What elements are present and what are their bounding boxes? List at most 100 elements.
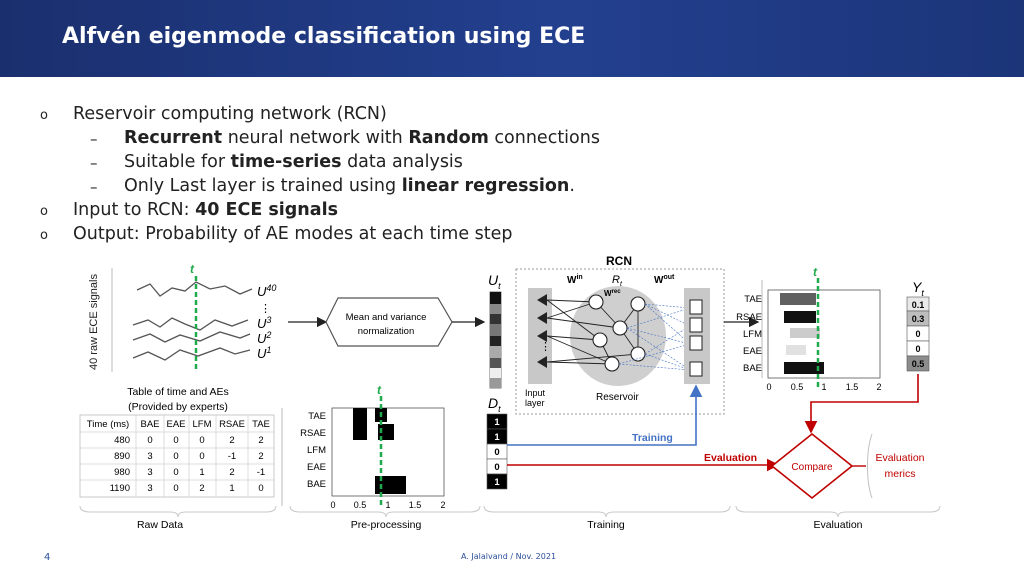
out-mode-label: BAE: [743, 363, 762, 374]
table-cell: 890: [114, 451, 130, 462]
table-cell: -1: [257, 467, 265, 478]
table-header-cell: BAE: [140, 419, 159, 430]
pre-tick-labels: 0 0.5 1 1.5 2: [330, 500, 445, 510]
table-cell: 2: [258, 435, 263, 446]
table-cell: 3: [147, 483, 152, 494]
eval-metrics-line1: Evaluation: [875, 452, 924, 464]
dt-value: 1: [494, 477, 500, 488]
dt-value: 1: [494, 432, 500, 443]
table-cell: 2: [229, 467, 234, 478]
signal-trace-40: [136, 281, 253, 297]
normalization-box: Mean and variance normalization: [325, 297, 453, 347]
u2-label: U2: [257, 330, 271, 346]
out-tick: 0: [766, 382, 771, 392]
preprocessing-heatmap: t TAE RSAE LFM EAE BAE 0 0.5 1 1.5 2: [281, 383, 446, 510]
svg-text:⋮: ⋮: [540, 341, 551, 353]
input-layer-label-2: layer: [525, 398, 545, 408]
u3-label: U3: [257, 315, 271, 331]
out-mode-label: EAE: [743, 346, 762, 357]
bullet-text: Output: Probability of AE modes at each …: [73, 224, 513, 244]
table-cell: 2: [229, 435, 234, 446]
stage-braces: [79, 505, 941, 518]
yt-value: 0: [915, 344, 920, 354]
eval-metrics-line2: merics: [885, 468, 916, 480]
page-number: 4: [44, 552, 51, 563]
out-mode-label: TAE: [744, 294, 762, 305]
out-tick: 1: [821, 382, 826, 392]
stage-label-pre: Pre-processing: [351, 519, 422, 531]
yt-value: 0.3: [912, 314, 925, 324]
bullet-marker: –: [90, 178, 98, 196]
out-mode-label: LFM: [743, 329, 762, 340]
table-title-1: Table of time and AEs: [127, 386, 229, 398]
bullet-marker: o: [40, 204, 48, 219]
u-dots: ⋮: [260, 303, 271, 315]
dt-vector: Dt 1 1 0 0 1: [486, 395, 508, 490]
pre-mode-label: EAE: [307, 462, 326, 473]
output-time-label: t: [813, 265, 818, 279]
yt-vector: Yt 0.1 0.3 0 0 0.5: [906, 279, 930, 372]
training-arrow: [507, 384, 703, 446]
stage-label-training: Training: [587, 519, 625, 531]
pre-tick: 2: [440, 500, 445, 510]
out-tick: 1.5: [846, 382, 859, 392]
table-header-cell: RSAE: [219, 419, 245, 430]
yt-label: Yt: [912, 279, 924, 298]
table-cell: 0: [173, 451, 178, 462]
table-cell: 0: [199, 451, 204, 462]
bullet-text: Recurrent neural network with Random con…: [124, 128, 600, 148]
wout-label: Wout: [654, 274, 675, 286]
eval-bracket: [867, 433, 873, 499]
table-cell: 0: [147, 435, 152, 446]
output-tick-labels: 0 0.5 1 1.5 2: [766, 382, 881, 392]
bullet-text: Only Last layer is trained using linear …: [124, 176, 575, 196]
table-cell: 980: [114, 467, 130, 478]
reservoir-label: Reservoir: [596, 392, 639, 403]
pre-mode-labels: TAE RSAE LFM EAE BAE: [300, 411, 326, 490]
bullet-marker: –: [90, 154, 98, 172]
bullet-marker: o: [40, 108, 48, 123]
dt-label: Dt: [488, 395, 501, 414]
table-cell: 0: [199, 435, 204, 446]
dt-value: 0: [494, 447, 499, 458]
signal-trace-2: [132, 331, 251, 343]
title-bar: Alfvén eigenmode classification using EC…: [0, 0, 1024, 77]
table-header-cell: LFM: [193, 419, 212, 430]
u1-label: U1: [257, 345, 271, 361]
dt-value: 1: [494, 417, 500, 428]
wrec-label: Wrec: [604, 289, 621, 298]
time-marker-label: t: [190, 262, 195, 276]
table-cell: 3: [147, 451, 152, 462]
pre-tick: 1.5: [409, 500, 422, 510]
out-tick: 2: [876, 382, 881, 392]
pre-time-label: t: [377, 383, 382, 397]
yt-value: 0: [915, 329, 920, 339]
table-cell: 0: [258, 483, 263, 494]
raw-signals-panel: 40 raw ECE signals t U40 ⋮ U3 U2 U1: [88, 262, 276, 372]
rcn-box: RCN Win Rt Wout ⋮ Wrec: [515, 254, 725, 415]
yt-to-compare-arrow: [804, 374, 919, 434]
table-cell: 0: [173, 435, 178, 446]
table-cell: 1: [229, 483, 234, 494]
stage-label-evaluation: Evaluation: [813, 519, 862, 531]
bullet-text: Reservoir computing network (RCN): [73, 104, 387, 124]
pre-tick: 0: [330, 500, 335, 510]
out-mode-label: RSAE: [736, 312, 762, 323]
input-layer-label-1: Input: [525, 388, 546, 398]
rcn-label: RCN: [606, 254, 632, 268]
normalization-line2: normalization: [358, 326, 415, 337]
bullet-text: Input to RCN: 40 ECE signals: [73, 200, 338, 220]
pre-mode-label: BAE: [307, 479, 326, 490]
table-cell: 2: [258, 451, 263, 462]
raw-signals-label: 40 raw ECE signals: [88, 274, 100, 370]
reservoir-blob: [570, 286, 666, 386]
table-cell: 480: [114, 435, 130, 446]
yt-value: 0.1: [912, 300, 925, 310]
pre-tick: 0.5: [354, 500, 367, 510]
table-header-cell: TAE: [252, 419, 270, 430]
out-tick: 0.5: [791, 382, 804, 392]
normalization-line1: Mean and variance: [346, 312, 427, 323]
slide-title: Alfvén eigenmode classification using EC…: [62, 24, 586, 49]
signal-trace-1: [132, 347, 251, 361]
